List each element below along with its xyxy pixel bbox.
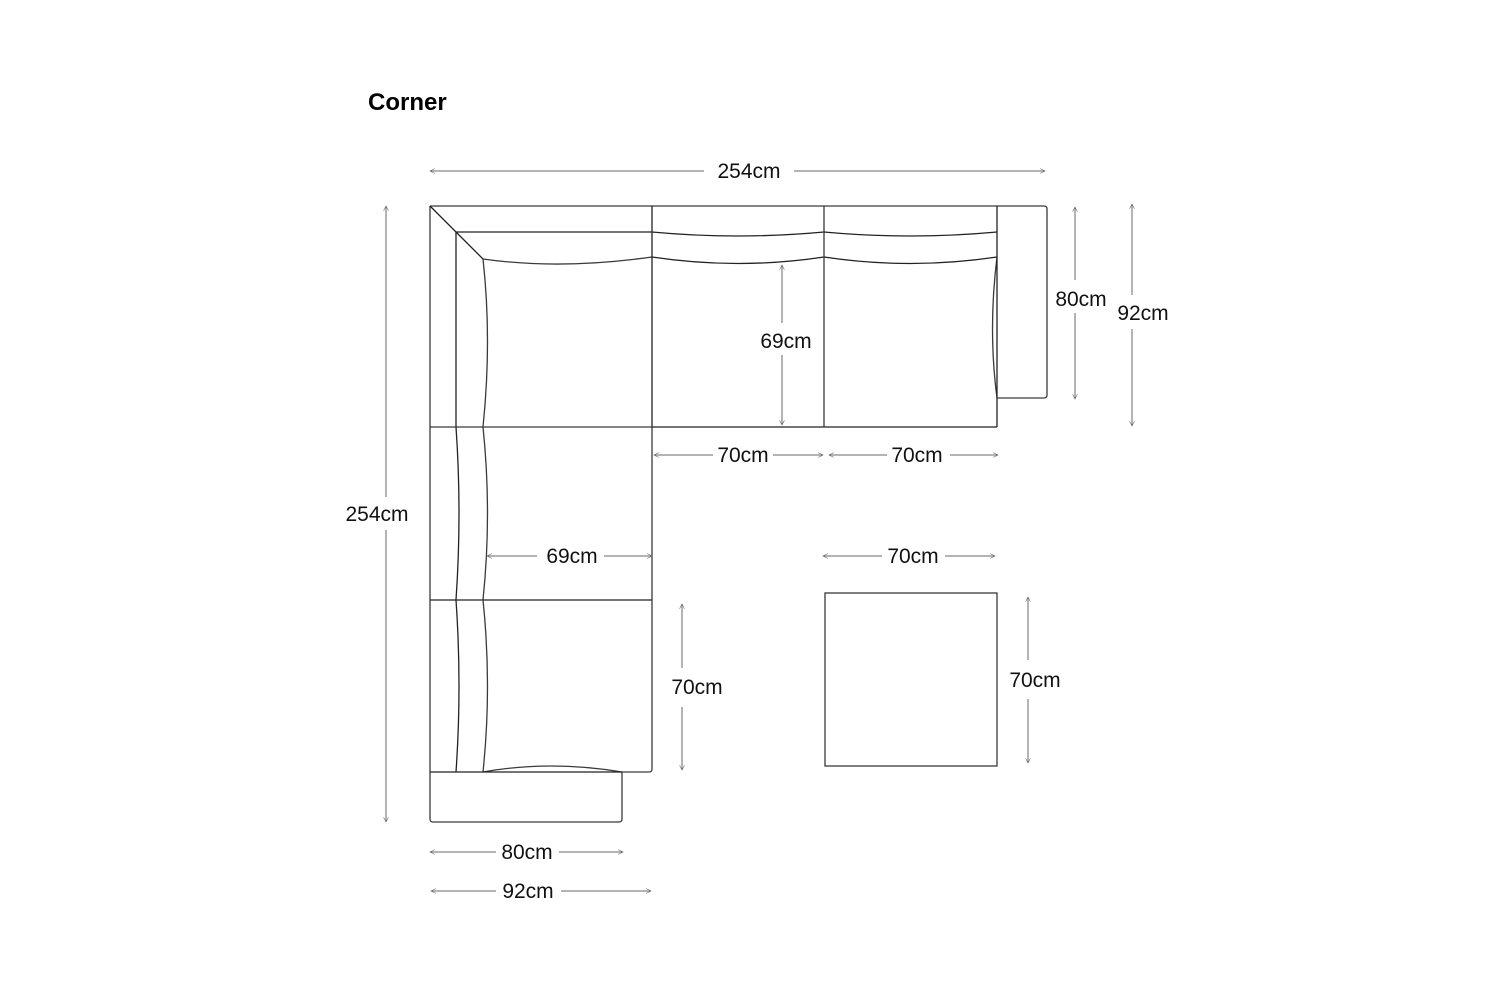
dim-seat-width-1: 70cm xyxy=(654,444,823,467)
dim-seat-inner-depth-left: 69cm xyxy=(487,545,652,568)
dimensions: 254cm 254cm 80cm 92cm 69cm xyxy=(345,160,1168,903)
ottoman xyxy=(824,592,998,767)
diagram-title: Corner xyxy=(368,89,447,116)
dim-bottom-armrest-width: 80cm xyxy=(430,841,623,864)
middle-seat-left xyxy=(429,426,653,601)
bottom-armrest xyxy=(429,772,623,823)
seat-inner-depth-left-label: 69cm xyxy=(546,545,597,568)
dim-seat-depth-total: 92cm xyxy=(1117,204,1169,426)
bottom-total-width-label: 92cm xyxy=(502,880,553,903)
dim-seat-inner-depth-top: 69cm xyxy=(760,265,812,425)
middle-seat-top xyxy=(651,205,825,428)
dim-overall-width: 254cm xyxy=(430,160,1045,183)
bottom-armrest-width-label: 80cm xyxy=(501,841,552,864)
overall-depth-label: 254cm xyxy=(345,503,408,526)
ottoman-width-label: 70cm xyxy=(887,545,938,568)
dim-armrest-depth: 80cm xyxy=(1055,207,1107,399)
seat-inner-depth-top-label: 69cm xyxy=(760,330,811,353)
dim-ottoman-width: 70cm xyxy=(823,545,995,568)
dim-seat-width-2: 70cm xyxy=(829,444,998,467)
overall-width-label: 254cm xyxy=(717,160,780,183)
corner-seat xyxy=(429,205,653,428)
end-seat-left xyxy=(429,599,653,773)
left-seat-height-label: 70cm xyxy=(671,676,722,699)
seat-width-1-label: 70cm xyxy=(717,444,768,467)
seat-width-2-label: 70cm xyxy=(891,444,942,467)
right-armrest xyxy=(997,205,1048,399)
dim-ottoman-depth: 70cm xyxy=(1009,597,1061,763)
end-seat-top xyxy=(823,205,998,428)
sofa-drawing xyxy=(429,205,1048,823)
dim-overall-depth: 254cm xyxy=(345,206,409,822)
ottoman-depth-label: 70cm xyxy=(1009,669,1060,692)
dim-bottom-total-width: 92cm xyxy=(431,880,651,903)
dim-left-seat-height: 70cm xyxy=(671,604,723,770)
armrest-depth-label: 80cm xyxy=(1055,288,1106,311)
seat-depth-total-label: 92cm xyxy=(1117,302,1168,325)
